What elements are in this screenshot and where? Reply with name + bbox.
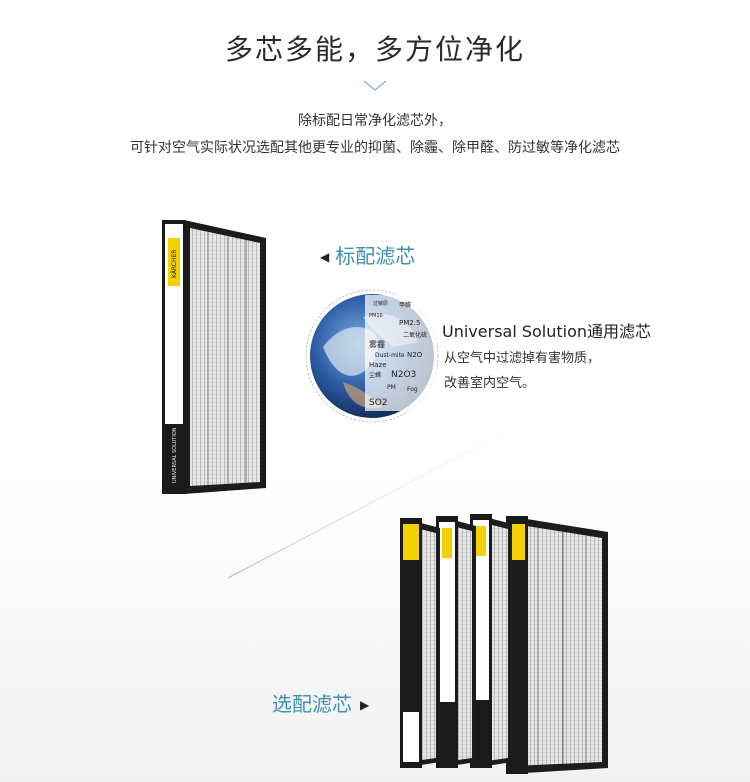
standard-filter-image: KÄRCHER UNIVERSAL SOLUTION bbox=[162, 220, 266, 494]
description-line-1: 除标配日常净化滤芯外， bbox=[298, 113, 452, 129]
right-triangle-icon: ▶ bbox=[360, 698, 370, 712]
globe-word: 过敏原 bbox=[373, 300, 388, 307]
left-triangle-icon: ◀ bbox=[320, 250, 330, 264]
globe-word: 二氧化硫 bbox=[403, 331, 427, 339]
brand-logo: KÄRCHER bbox=[171, 250, 178, 278]
globe-word: PM2.5 bbox=[399, 319, 420, 327]
globe-word: SO2 bbox=[369, 398, 388, 408]
standard-filter-text: 标配滤芯 bbox=[335, 244, 416, 268]
globe-word: 尘螨 bbox=[369, 371, 381, 379]
universal-solution-line-2: 改善室内空气。 bbox=[444, 376, 536, 391]
filter-side-label: UNIVERSAL SOLUTION bbox=[172, 427, 178, 483]
optional-filters-image bbox=[400, 514, 608, 774]
globe-word: Dust-mite bbox=[375, 352, 405, 359]
globe-word: PM bbox=[387, 384, 396, 391]
globe-word: 雾霾 bbox=[369, 340, 385, 349]
globe-word: N2O bbox=[407, 351, 423, 359]
globe-word: N2O3 bbox=[391, 370, 416, 380]
optional-filter-text: 选配滤芯 bbox=[272, 692, 352, 716]
universal-solution-title: Universal Solution通用滤芯 bbox=[442, 322, 652, 341]
globe-word: 甲醛 bbox=[399, 301, 411, 309]
standard-filter-label: ◀ 标配滤芯 bbox=[320, 240, 415, 269]
chevron-down-icon bbox=[363, 80, 387, 91]
optional-filter-label: 选配滤芯 ▶ bbox=[272, 688, 369, 717]
page-title: 多芯多能，多方位净化 bbox=[224, 33, 525, 66]
description-line-2: 可针对空气实际状况选配其他更专业的抑菌、除霾、除甲醛、防过敏等净化滤芯 bbox=[130, 140, 620, 156]
globe-word: Fog bbox=[407, 386, 418, 393]
globe-word: PM10 bbox=[369, 313, 383, 319]
universal-solution-line-1: 从空气中过滤掉有害物质， bbox=[444, 351, 601, 366]
globe-word: Haze bbox=[369, 361, 387, 369]
